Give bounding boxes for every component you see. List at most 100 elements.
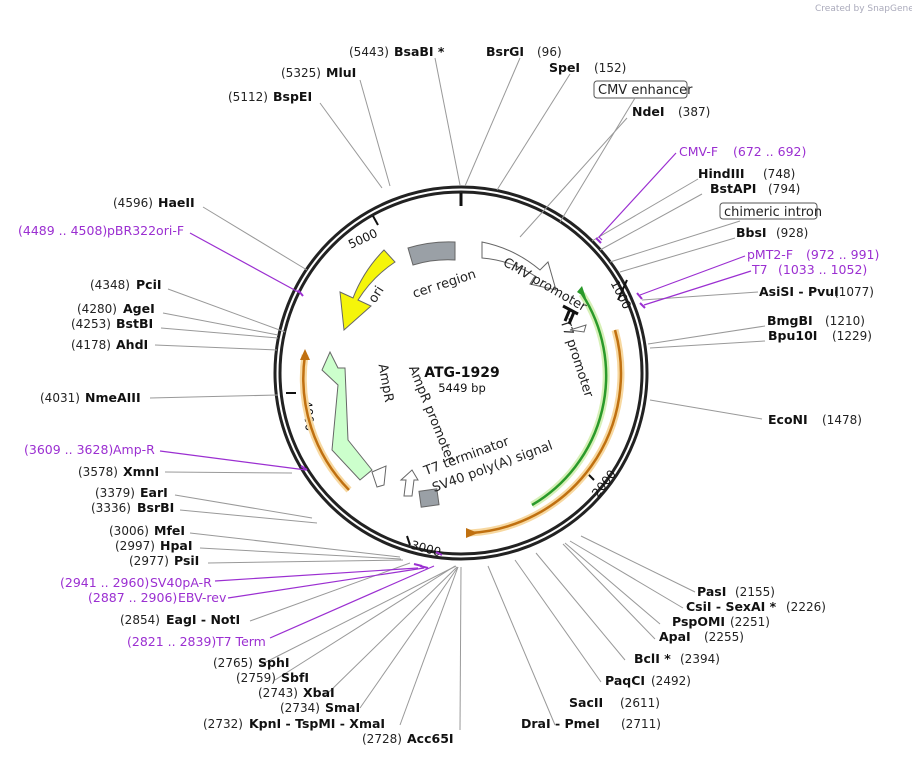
enzyme-name: BspEI [273, 89, 312, 104]
orf-orange-left [302, 354, 350, 491]
enzyme-name: SmaI [325, 700, 360, 715]
enzyme-name: HindIII [698, 166, 745, 181]
orf-green [531, 293, 608, 507]
enzyme-name: EarI [140, 485, 168, 500]
plasmid-size: 5449 bp [438, 381, 486, 395]
enzyme-pos: (3578) [78, 465, 118, 479]
cer-region-label: cer region [411, 267, 478, 302]
enzyme-name: XbaI [303, 685, 335, 700]
enzyme-name: DraI - PmeI [521, 716, 600, 731]
enzyme-pos: (5443) [349, 45, 389, 59]
enzyme-name: PsiI [174, 553, 199, 568]
enzyme-pos: (748) [763, 167, 795, 181]
enzyme-name: BbsI [736, 225, 767, 240]
enzyme-pos: (1210) [825, 314, 865, 328]
enzyme-pos: (2611) [620, 696, 660, 710]
enzyme-pos: (1478) [822, 413, 862, 427]
enzyme-name: BmgBI [767, 313, 813, 328]
enzyme-pos: (2743) [258, 686, 298, 700]
enzyme-pos: (4031) [40, 391, 80, 405]
primer-pos: (972 .. 991) [806, 247, 879, 262]
enzyme-name: SacII [569, 695, 603, 710]
chimeric-intron-label: chimeric intron [724, 205, 822, 220]
enzyme-pos: (3379) [95, 486, 135, 500]
orf-green-arrow [577, 286, 586, 298]
enzyme-name: SpeI [549, 60, 580, 75]
enzyme-name: NdeI [632, 104, 665, 119]
enzyme-name: BsrGI [486, 44, 524, 59]
primer-pos: (2887 .. 2906) [88, 590, 177, 605]
enzyme-pos: (2226) [786, 600, 826, 614]
orf-orange-right-arrow [466, 528, 478, 538]
enzyme-name: SphI [258, 655, 290, 670]
enzyme-pos: (2394) [680, 652, 720, 666]
enzyme-pos: (2997) [115, 539, 155, 553]
cmv-promoter-arrow [481, 241, 557, 291]
enzyme-pos: (2759) [236, 671, 276, 685]
backbone-outer [273, 185, 649, 561]
enzyme-name: AgeI [123, 301, 155, 316]
enzyme-name: PspOMI [672, 614, 725, 629]
enzyme-pos: (5112) [228, 90, 268, 104]
enzyme-name: HpaI [160, 538, 193, 553]
primer-lines [159, 152, 752, 639]
enzyme-pos: (3336) [91, 501, 131, 515]
ori-arrow [339, 249, 396, 332]
enzyme-pos: (4596) [113, 196, 153, 210]
enzyme-pos: (1077) [834, 285, 874, 299]
enzyme-name: BstAPI [710, 181, 756, 196]
t7-terminator-arrow [399, 469, 419, 497]
primer-name: SV40pA-R [150, 575, 212, 590]
enzyme-name: EcoNI [768, 412, 808, 427]
enzyme-name: BstBI [116, 316, 153, 331]
primer-labels: CMV-F (672 .. 692) pMT2-F (972 .. 991) T… [18, 144, 879, 649]
enzyme-pos: (2765) [213, 656, 253, 670]
enzyme-name: CsiI - SexAI * [686, 599, 777, 614]
enzyme-pos: (2155) [735, 585, 775, 599]
enzyme-pos: (2492) [651, 674, 691, 688]
enzyme-pos: (2251) [730, 615, 770, 629]
enzyme-name: Bpu10I [768, 328, 817, 343]
enzyme-name: XmnI [123, 464, 159, 479]
enzyme-pos: (4280) [77, 302, 117, 316]
ampr-arrow [321, 350, 373, 481]
primer-name: T7 Term [215, 634, 266, 649]
enzyme-name: EagI - NotI [166, 612, 240, 627]
enzyme-pos: (387) [678, 105, 710, 119]
enzyme-name: MluI [326, 65, 356, 80]
t7-promoter-arrow [569, 324, 587, 333]
enzyme-name: MfeI [154, 523, 185, 538]
orf-orange-right [469, 329, 623, 535]
cer-region-block [407, 241, 456, 266]
primer-pos: (672 .. 692) [733, 144, 806, 159]
svg-text:2000: 2000 [589, 467, 619, 500]
enzyme-pos: (152) [594, 61, 626, 75]
enzyme-name: KpnI - TspMI - XmaI [249, 716, 385, 731]
enzyme-name: BsaBI * [394, 44, 445, 59]
enzyme-name: BsrBI [137, 500, 174, 515]
cmv-promoter-label: CMV promoter [500, 255, 589, 315]
enzyme-pos: (2977) [129, 554, 169, 568]
primer-name: CMV-F [679, 144, 718, 159]
enzyme-pos: (928) [776, 226, 808, 240]
enzyme-pos: (4348) [90, 278, 130, 292]
enzyme-pos: (96) [537, 45, 562, 59]
primer-marks [297, 237, 646, 569]
cmv-enhancer-label: CMV enhancer [598, 83, 693, 98]
enzyme-pos: (2734) [280, 701, 320, 715]
enzyme-name: PciI [136, 277, 162, 292]
primer-name: T7 [751, 262, 768, 277]
backbone-inner [278, 190, 644, 556]
enzyme-name: SbfI [281, 670, 309, 685]
enzyme-pos: (2255) [704, 630, 744, 644]
enzyme-pos: (2732) [203, 717, 243, 731]
enzyme-pos: (4253) [71, 317, 111, 331]
enzyme-name: ApaI [659, 629, 691, 644]
enzyme-name: AhdI [116, 337, 148, 352]
enzyme-name: Acc65I [407, 731, 454, 746]
enzyme-name: HaeII [158, 195, 195, 210]
primer-pos: (2941 .. 2960) [60, 575, 149, 590]
enzyme-name: PasI [697, 584, 726, 599]
leader-lines [149, 57, 766, 731]
